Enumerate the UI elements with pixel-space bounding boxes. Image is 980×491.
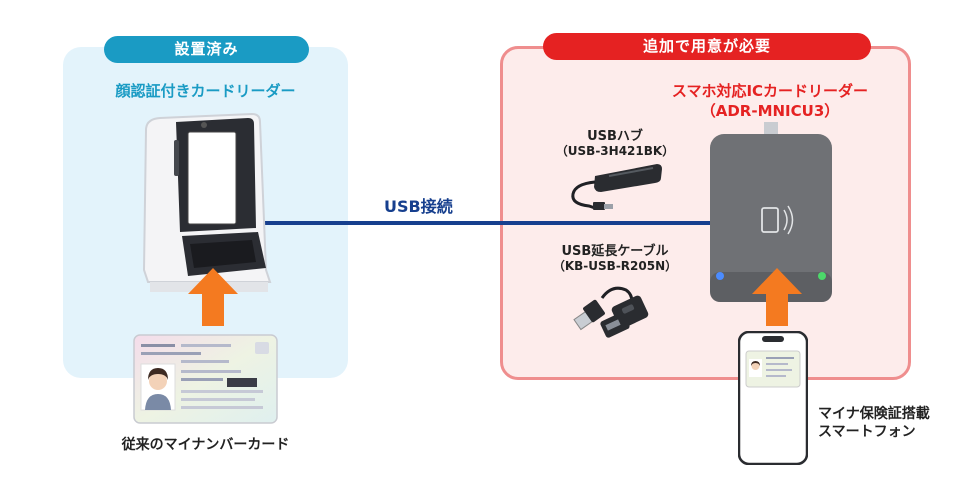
hub-title: USBハブ — [587, 129, 643, 144]
phone-caption-line1: マイナ保険証搭載 — [818, 406, 930, 422]
hub-model: （USB-3H421BK） — [555, 144, 675, 158]
face-recognition-terminal-icon — [140, 110, 275, 300]
face-reader-title: 顔認証付きカードリーダー — [115, 82, 296, 100]
hold-arrow-phone — [752, 268, 802, 326]
phone-caption-line2: スマートフォン — [818, 424, 916, 440]
cable-title: USB延長ケーブル — [561, 244, 669, 259]
my-number-card-icon — [133, 334, 278, 424]
installed-badge: 設置済み — [104, 36, 309, 63]
insert-arrow-card — [188, 268, 238, 326]
required-badge: 追加で用意が必要 — [543, 33, 871, 60]
cable-model: （KB-USB-R205N） — [552, 259, 678, 273]
usb-connection-line — [262, 221, 724, 225]
usb-extension-cable-icon — [572, 280, 664, 340]
required-panel — [500, 46, 911, 380]
smartphone-icon — [738, 331, 808, 465]
reader-title: スマホ対応ICカードリーダー — [671, 82, 869, 100]
card-caption: 従来のマイナンバーカード — [121, 437, 290, 453]
usb-hub-icon — [565, 162, 665, 214]
usb-connection-label: USB接続 — [384, 197, 453, 216]
reader-model: （ADR-MNICU3） — [700, 102, 840, 120]
